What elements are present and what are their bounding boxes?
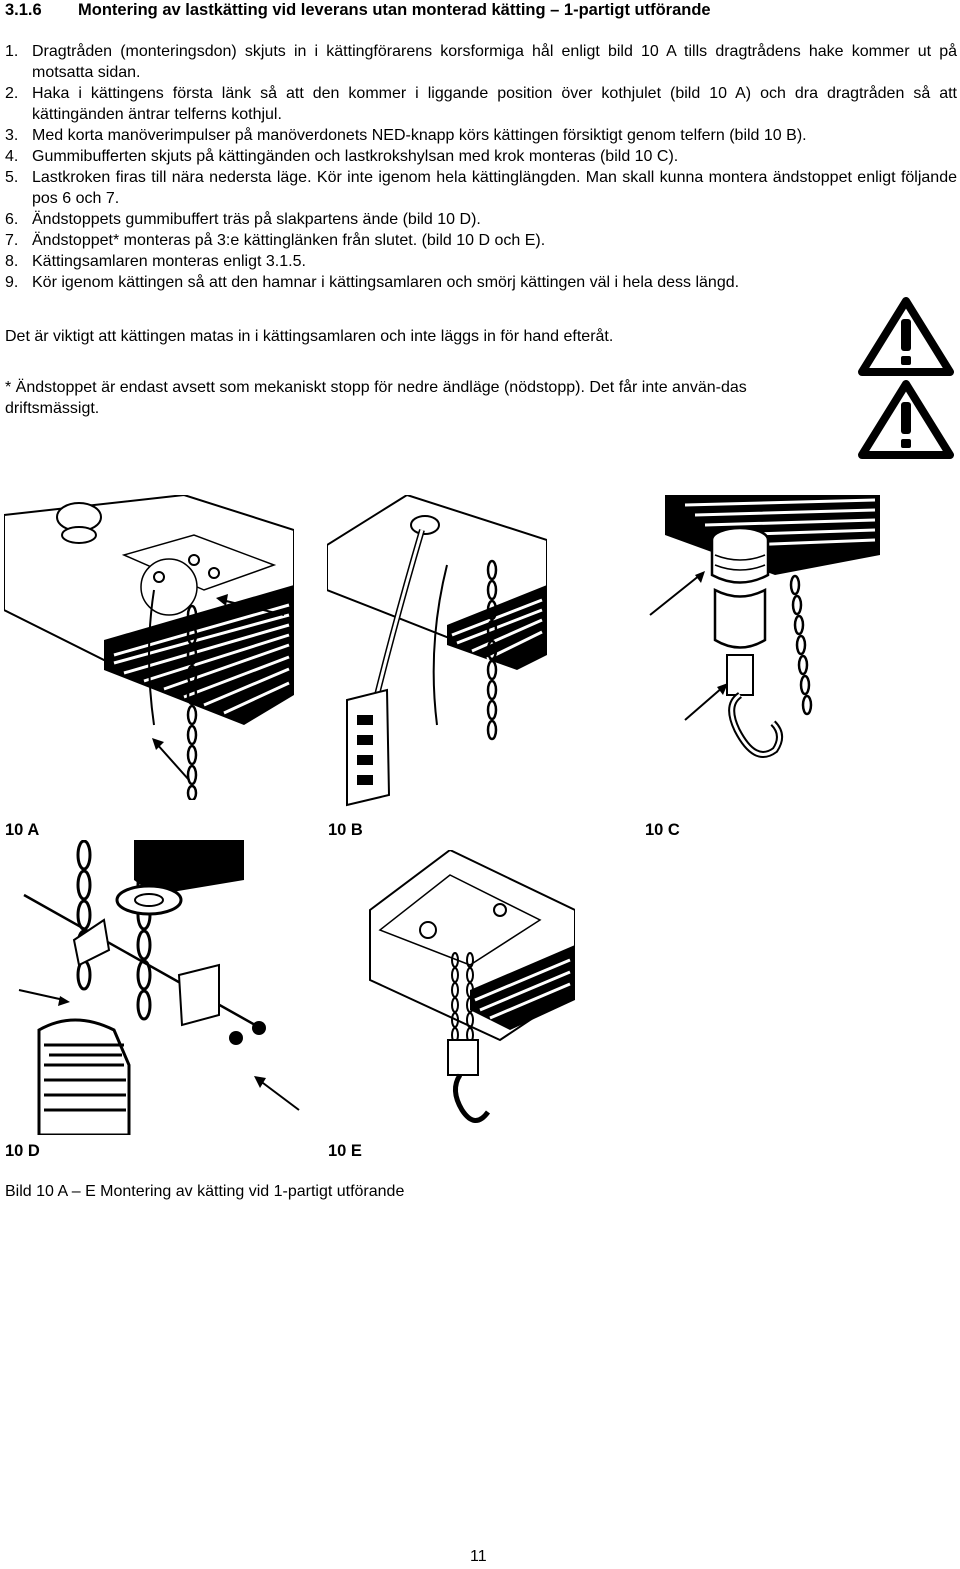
instruction-step: 7.Ändstoppet* monteras på 3:e kättinglän… [5, 232, 546, 249]
figure-10e-illustration [340, 850, 575, 1135]
figure-10c-label: 10 C [645, 821, 680, 839]
instruction-step: 8.Kättingsamlaren monteras enligt 3.1.5. [5, 253, 306, 270]
figure-10b-illustration [327, 495, 547, 815]
instruction-step: 5.Lastkroken firas till nära nedersta lä… [5, 169, 957, 207]
figure-10d-label: 10 D [5, 1142, 40, 1160]
instruction-step: 1.Dragtråden (monteringsdon) skjuts in i… [5, 43, 957, 81]
section-number: 3.1.6 [5, 1, 42, 19]
warning-triangle-icon [857, 295, 955, 377]
section-heading: 3.1.6 Montering av lastkätting vid levera… [5, 1, 711, 20]
page-number: 11 [470, 1548, 487, 1565]
figure-10b-label: 10 B [328, 821, 363, 839]
figure-10d-illustration [4, 840, 304, 1135]
instruction-step: 6.Ändstoppets gummibuffert träs på slakp… [5, 211, 481, 228]
section-title: Montering av lastkätting vid leverans ut… [78, 1, 711, 19]
instruction-step: 2.Haka i kättingens första länk så att d… [5, 85, 957, 123]
figure-10e-label: 10 E [328, 1142, 362, 1160]
instruction-step: 4.Gummibufferten skjuts på kättingänden … [5, 148, 679, 165]
instruction-step: 3.Med korta manöverimpulser på manöverdo… [5, 127, 807, 144]
figure-10a-illustration [4, 495, 294, 800]
instruction-step: 9.Kör igenom kättingen så att den hamnar… [5, 274, 740, 291]
figure-caption: Bild 10 A – E Montering av kätting vid 1… [5, 1183, 405, 1200]
figure-10a-label: 10 A [5, 821, 40, 839]
instruction-list: 1.Dragtråden (monteringsdon) skjuts in i… [5, 41, 957, 293]
figure-10c-illustration [645, 495, 880, 795]
chain-collector-note: Det är viktigt att kättingen matas in i … [5, 328, 614, 345]
end-stop-note: * Ändstoppet är endast avsett som mekani… [5, 379, 747, 417]
warning-triangle-icon [857, 378, 955, 460]
